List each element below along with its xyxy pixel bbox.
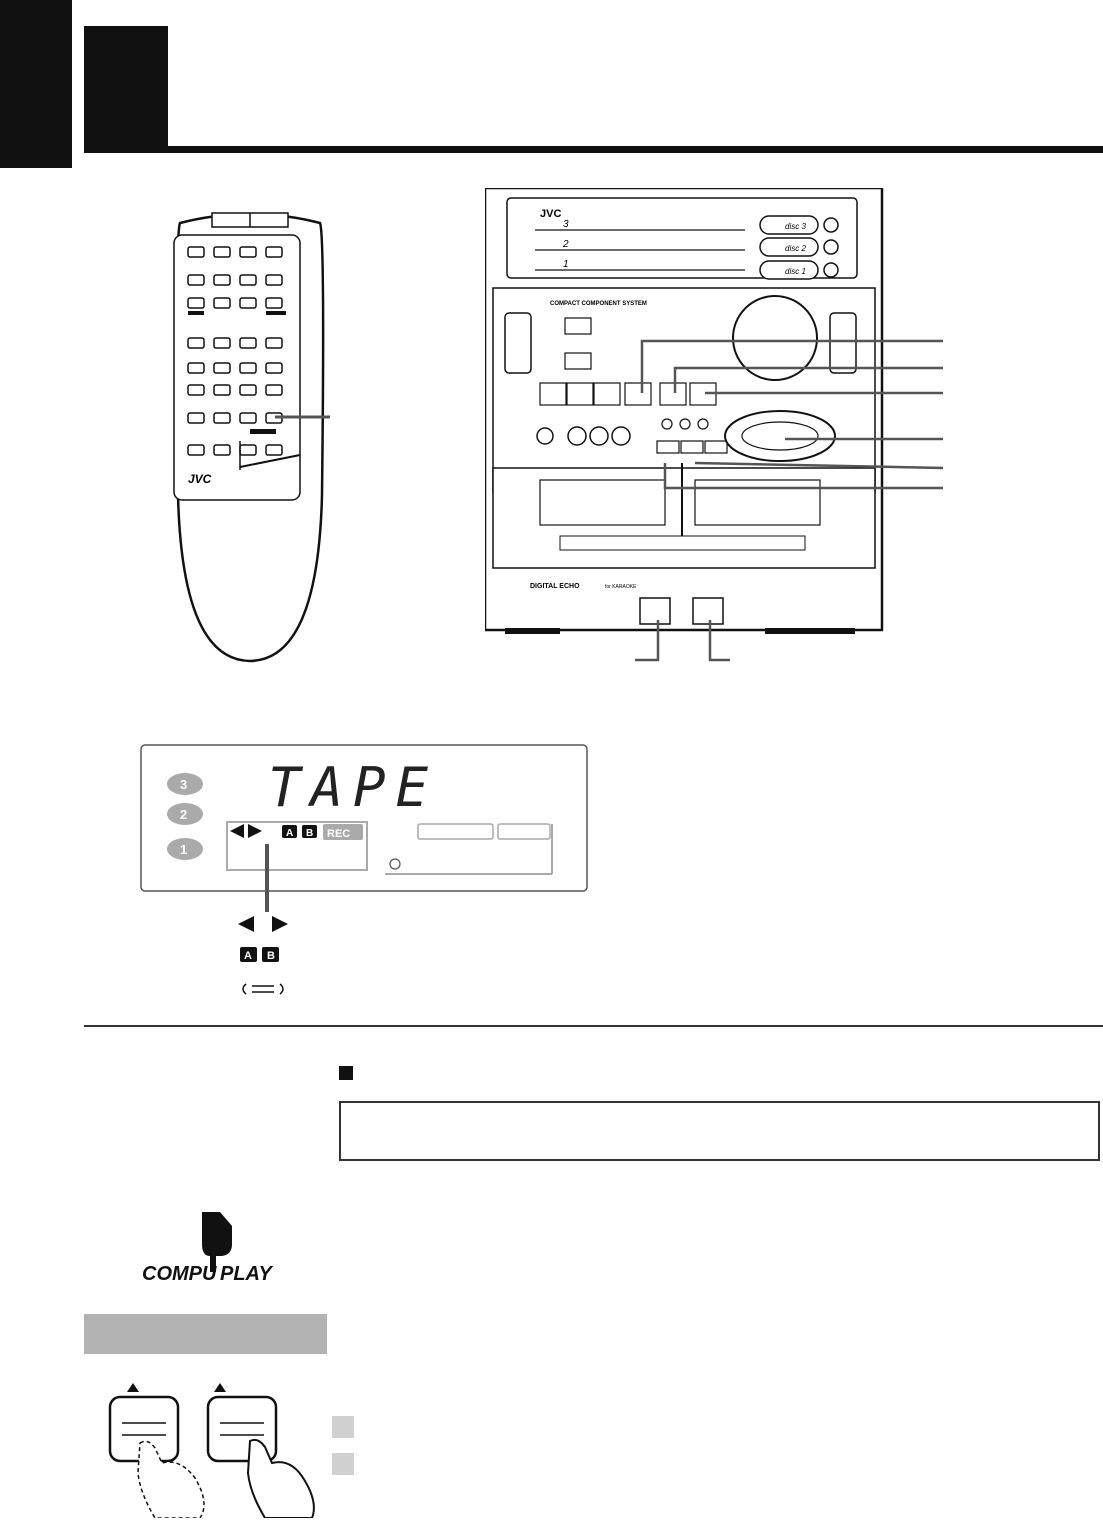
remote-control-illustration: JVC (173, 212, 330, 663)
display-disc-3: 3 (180, 777, 187, 792)
display-main-text: TAPE (268, 756, 438, 819)
remote-button-grid (187, 246, 283, 456)
disc-3-button[interactable]: disc 3 (785, 222, 806, 231)
system-label: COMPACT COMPONENT SYSTEM (550, 301, 647, 307)
legend-deck-b: B (267, 950, 275, 962)
display-deck-a: A (286, 828, 293, 839)
display-panel-illustration: 3 2 1 TAPE A B REC A B (140, 744, 588, 995)
title-rule (84, 146, 1103, 153)
legend-deck-a: A (244, 950, 252, 962)
disc-2-button[interactable]: disc 2 (785, 244, 806, 253)
step-marker-1 (332, 1416, 354, 1438)
note-box (339, 1101, 1100, 1161)
tray-number-3: 3 (563, 219, 569, 230)
deck-b-eject-button[interactable] (692, 597, 724, 625)
disc-1-button[interactable]: disc 1 (785, 267, 806, 276)
display-deck-b: B (306, 828, 313, 839)
side-tab-marker (0, 0, 72, 168)
section-rule (84, 1025, 1103, 1027)
eject-callout-lines (635, 620, 730, 662)
unit-brand-logo: JVC (540, 208, 561, 220)
display-disc-1: 1 (180, 842, 187, 857)
eject-buttons-hand-illustration (108, 1383, 315, 1518)
remote-brand-logo: JVC (188, 472, 212, 486)
digital-echo-label: DIGITAL ECHO (530, 583, 580, 590)
compu-play-logo: COMPU PLAY (142, 1212, 274, 1285)
compu-text: COMPU (142, 1263, 217, 1285)
title-block (84, 26, 168, 152)
display-rec-label: REC (327, 828, 350, 840)
bullet-square (339, 1066, 353, 1080)
callout-lines (640, 339, 944, 490)
karaoke-label: for KARAOKE (605, 584, 637, 590)
display-disc-2: 2 (180, 807, 187, 822)
step-marker-2 (332, 1453, 354, 1475)
tray-number-1: 1 (563, 259, 569, 270)
section-gray-bar (84, 1314, 327, 1354)
play-text: PLAY (220, 1263, 274, 1285)
main-unit-illustration: JVC 3 2 1 disc 3 disc 2 disc 1 COMPACT C… (485, 188, 944, 634)
deck-a-eject-button[interactable] (639, 597, 671, 625)
tray-number-2: 2 (562, 239, 569, 250)
